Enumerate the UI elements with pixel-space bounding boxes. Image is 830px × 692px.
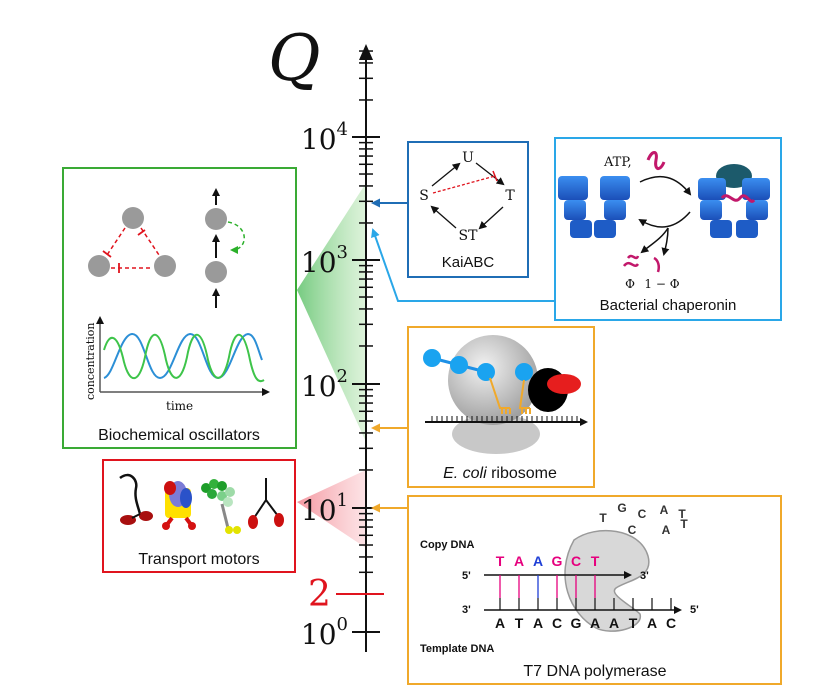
polymerase-enzyme (564, 529, 650, 632)
copy-base: G (552, 553, 563, 569)
kaiabc-label: KaiABC (442, 254, 495, 271)
motor-kinesin (248, 478, 284, 529)
copy-three-prime: 3' (640, 570, 649, 582)
copy-base: C (571, 553, 581, 569)
free-nucleotide: C (638, 507, 647, 521)
polymerase-label: T7 DNA polymerase (523, 663, 666, 680)
kaiabc-node-u: U (462, 150, 474, 166)
plot-xlabel: time (166, 399, 193, 413)
oscillation-green (103, 333, 265, 383)
template-three-prime: 3' (462, 604, 471, 616)
free-nucleotide: T (599, 511, 607, 525)
template-base: A (495, 615, 505, 631)
oscillators-panel: concentration time Biochemical oscillato… (62, 167, 297, 449)
axis-arrow-head (359, 44, 373, 60)
template-base: A (647, 615, 657, 631)
ribosome-panel: E. coli ribosome (407, 326, 595, 488)
chaperonin-open-barrel (558, 176, 630, 238)
chain-node (205, 261, 227, 283)
chaperonin-panel: ATP, Φ 1 − Φ Bacteri (554, 137, 782, 321)
free-nucleotide: C (628, 523, 637, 537)
oscillators-label: Biochemical oscillators (98, 427, 260, 444)
copy-dna-label: Copy DNA (420, 539, 474, 551)
kaiabc-inhibition (432, 175, 496, 194)
template-base: A (590, 615, 600, 631)
free-nucleotide: A (662, 523, 671, 537)
chaperonin-capped-barrel (698, 164, 770, 238)
motor-dynein (119, 473, 153, 525)
motors-panel: Transport motors (102, 459, 296, 573)
chaperonin-label: Bacterial chaperonin (600, 297, 737, 314)
trna (489, 377, 531, 414)
release-factor (547, 374, 581, 394)
chaperonin-arrow (371, 228, 555, 302)
axis-tick-label: 101 (301, 490, 348, 527)
nascent-peptide (423, 349, 533, 381)
template-base: C (552, 615, 562, 631)
kaiabc-panel: U T ST S KaiABC (407, 141, 529, 278)
ribosome-small-subunit (452, 414, 540, 454)
template-base: T (515, 615, 524, 631)
kaiabc-node-s: S (419, 188, 429, 204)
template-base: T (629, 615, 638, 631)
oscillator-node (122, 207, 144, 229)
ribosome-large-subunit (448, 335, 538, 425)
kaiabc-node-st: ST (459, 228, 479, 244)
chain-node (205, 208, 227, 230)
copy-base: T (496, 553, 505, 569)
chaperonin-one-minus-phi: 1 − Φ (644, 277, 679, 291)
template-base: A (609, 615, 619, 631)
copy-five-prime: 5' (462, 570, 471, 582)
template-five-prime: 5' (690, 604, 699, 616)
template-base: C (666, 615, 676, 631)
free-nucleotide: T (680, 517, 688, 531)
free-nucleotide: T (678, 507, 686, 521)
q-axis: Q 104 103 102 101 100 2 (268, 22, 384, 652)
repression-bars (102, 229, 146, 273)
q-axis-symbol: Q (268, 22, 320, 96)
oscillator-node (154, 255, 176, 277)
motor-dynactin (201, 479, 241, 534)
oscillation-blue (103, 332, 263, 380)
motor-range-wedge (297, 470, 366, 548)
free-nucleotide: A (660, 503, 669, 517)
template-base: G (571, 615, 582, 631)
free-nucleotide: G (617, 501, 626, 515)
kaiabc-panel-frame (407, 141, 529, 278)
oscillator-range-wedge (297, 183, 366, 442)
copy-base: A (533, 553, 543, 569)
motors-label: Transport motors (138, 551, 259, 568)
axis-tick-label: 103 (301, 242, 348, 279)
copy-base: T (591, 553, 600, 569)
oscillators-panel-frame (62, 167, 297, 449)
axis-tick-label: 102 (301, 366, 348, 403)
template-dna-label: Template DNA (420, 643, 494, 655)
threshold-marker-label: 2 (308, 574, 331, 615)
template-base: A (533, 615, 543, 631)
chaperonin-phi: Φ (625, 277, 635, 291)
oscillator-node (88, 255, 110, 277)
kaiabc-node-t: T (505, 188, 515, 204)
chaperonin-atp: ATP, (603, 155, 632, 170)
feedback-arrow (227, 221, 245, 254)
ribosome-label: E. coli ribosome (443, 465, 557, 482)
motor-myosin (162, 481, 196, 530)
copy-base: A (514, 553, 524, 569)
plot-ylabel: concentration (84, 322, 97, 400)
axis-tick-label: 100 (301, 614, 348, 651)
repression-links (106, 227, 160, 269)
axis-tick-label: 104 (301, 119, 348, 156)
